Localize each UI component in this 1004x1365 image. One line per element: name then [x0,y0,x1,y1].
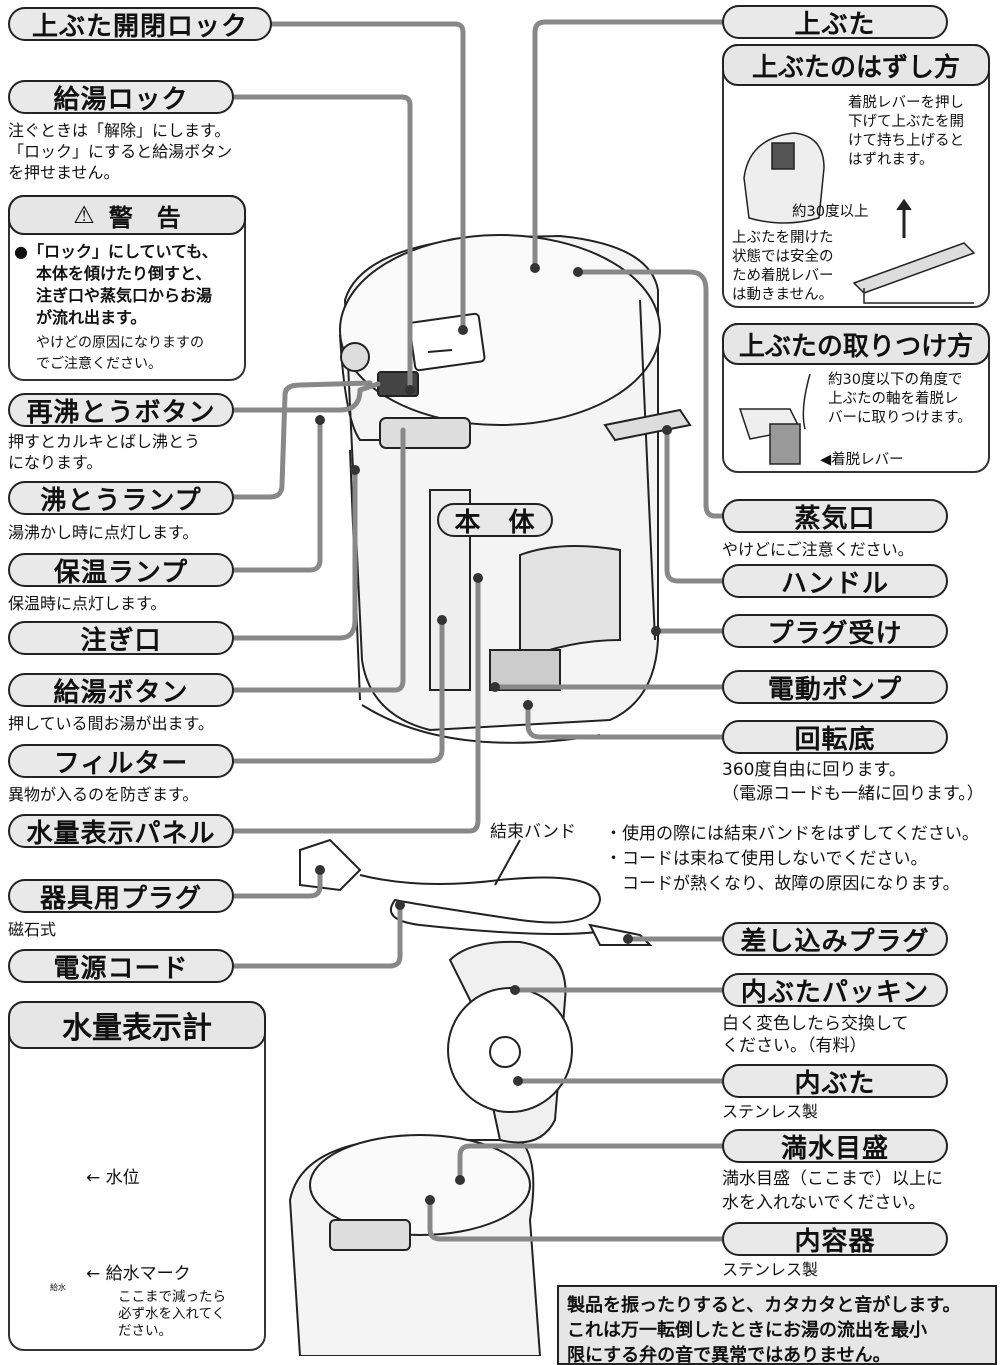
inner-packing-desc: 白く変色したら交換して ください。（有料） [722,1014,909,1056]
lever-label: ◀着脱レバー [820,452,904,468]
water-panel-label: 水量表示パネル [8,814,234,849]
reboil-desc: 押すとカルキとばし沸とう になります。 [8,432,201,472]
refill-desc: ここまで減ったら 必ず水を入れてく ださい。 [118,1289,226,1339]
refill-mark-label: ← 給水マーク [86,1264,191,1284]
notice-line-3: 限にする弁の音で異常ではありません。 [567,1345,891,1365]
pour-lock-label: 給湯ロック [8,80,234,115]
notice-line-2: これは万一転倒したときにお湯の流出を最小 [567,1320,927,1341]
inner-lid-desc: ステンレス製 [722,1102,819,1121]
boil-lamp-label: 沸とうランプ [8,481,234,516]
warning-note: やけどの原因になりますの でご注意ください。 [36,335,204,372]
insert-plug-label: 差し込みプラグ [722,922,948,957]
filter-desc: 異物が入るのを防ぎます。 [8,785,199,804]
inner-container-label: 内容器 [722,1222,948,1257]
lid-remove-illustration [743,132,976,304]
lid-attach-header: 上ぶたの取りつけ方 [722,323,990,365]
base-label: 回転底 [722,720,948,755]
pump-label: 電動ポンプ [722,670,948,705]
keep-warm-desc: 保温時に点灯します。 [8,594,167,613]
warning-triangle-icon: ⚠ [73,201,95,229]
water-gauge-header: 水量表示計 [8,1001,266,1049]
pour-button-label: 給湯ボタン [8,673,234,708]
appliance-plug-label: 器具用プラグ [8,879,234,914]
lid-attach-illustration [738,373,811,465]
full-mark-label: 満水目盛 [722,1129,948,1164]
angle-label: 約30度以上 [792,204,869,220]
lid-remove-text2: 上ぶたを開けた 状態では安全の ため着脱レバー は動きません。 [732,230,834,303]
keep-warm-lamp-label: 保温ランプ [8,553,234,588]
water-level-label: ← 水位 [86,1168,140,1188]
inner-lid-label: 内ぶた [722,1064,948,1099]
inner-container-desc: ステンレス製 [722,1260,819,1279]
arrow-left-icon: ◀ [820,452,832,468]
base-desc: 360度自由に回ります。 （電源コードも一緒に回ります。） [722,760,984,804]
body-label: 本 体 [437,503,553,538]
warning-header: ⚠ 警 告 [8,195,246,235]
notice-box: 製品を振ったりすると、カタカタと音がします。 これは万一転倒したときにお湯の流出… [557,1285,997,1365]
refill-tiny-label: 給水 [50,1283,66,1292]
water-gauge-box: 水量表示計 ← 水位 ← 給水マーク 給水 ここまで減ったら 必ず水を入れてく … [8,1001,266,1351]
warning-box: ⚠ 警 告 ●「ロック」にしていても、 本体を傾けたり倒すと、 注ぎ口や蒸気口か… [8,195,246,381]
warning-text: ●「ロック」にしていても、 本体を傾けたり倒すと、 注ぎ口や蒸気口からお湯 が流… [14,242,218,327]
lid-attach-box: 上ぶたの取りつけ方 約30度以下の角度で 上ぶたの軸を着脱レ バーに取りつけます… [722,323,990,473]
band-notes: ・使用の際には結束バンドをはずしてください。 ・コードは束ねて使用しないでくださ… [605,824,979,894]
pour-button-desc: 押している間お湯が出ます。 [8,714,214,733]
steam-vent-label: 蒸気口 [722,499,948,534]
lid-remove-header: 上ぶたのはずし方 [722,44,990,86]
lid-remove-box: 上ぶたのはずし方 着脱レバーを押し 下げて上ぶたを開 けて持ち上げると はずれま… [722,44,990,308]
spout-label: 注ぎ口 [8,621,234,656]
lid-label: 上ぶた [722,5,948,40]
notice-line-1: 製品を振ったりすると、カタカタと音がします。 [567,1295,961,1316]
handle-label: ハンドル [722,564,948,599]
appliance-plug-desc: 磁石式 [8,920,57,939]
filter-label: フィルター [8,744,234,779]
full-mark-desc: 満水目盛（ここまで）以上に 水を入れないでください。 [722,1169,943,1213]
power-cord-label: 電源コード [8,949,234,984]
inner-packing-label: 内ぶたパッキン [722,973,948,1008]
band-label: 結束バンド [490,822,576,842]
lid-lock-label: 上ぶた開閉ロック [8,7,272,42]
plug-socket-label: プラグ受け [722,614,948,649]
steam-desc: やけどにご注意ください。 [722,540,914,559]
lid-attach-text: 約30度以下の角度で 上ぶたの軸を着脱レ バーに取りつけます。 [828,372,972,426]
pour-lock-desc: 注ぐときは「解除」にします。 「ロック」にすると給湯ボタン を押せません。 [8,121,233,182]
boil-lamp-desc: 湯沸かし時に点灯します。 [8,523,199,542]
reboil-button-label: 再沸とうボタン [8,393,234,428]
lid-remove-text: 着脱レバーを押し 下げて上ぶたを開 けて持ち上げると はずれます。 [848,95,964,168]
